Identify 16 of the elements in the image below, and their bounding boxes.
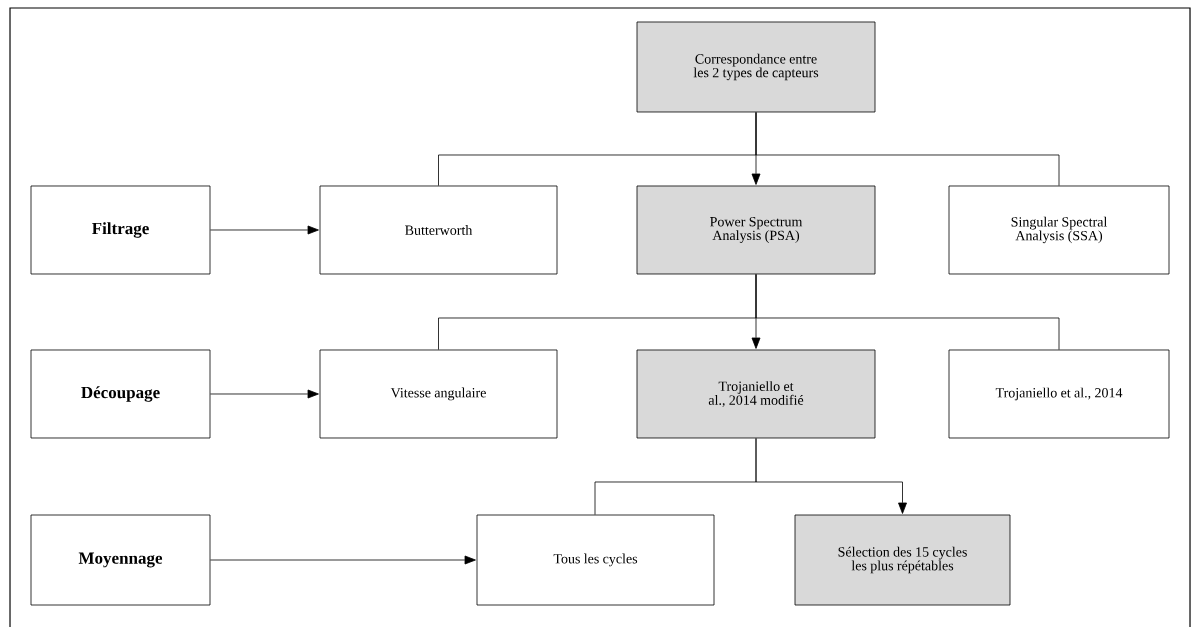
arrow bbox=[210, 225, 319, 235]
process-box: Tous les cycles bbox=[476, 514, 715, 606]
process-box: Power Spectrum Analysis (PSA) bbox=[636, 185, 876, 275]
process-box: Butterworth bbox=[319, 185, 558, 275]
arrow bbox=[210, 555, 476, 565]
process-box: Trojaniello et al., 2014 modifié bbox=[636, 349, 876, 439]
process-box: Trojaniello et al., 2014 bbox=[948, 349, 1170, 439]
process-box: Sélection des 15 cycles les plus répétables bbox=[794, 514, 1011, 606]
process-box: Singular Spectral Analysis (SSA) bbox=[948, 185, 1170, 275]
step-label-box: Découpage bbox=[30, 349, 211, 439]
process-box: Correspondance entre les 2 types de capteurs bbox=[636, 21, 876, 113]
arrow bbox=[210, 389, 319, 399]
step-label-box: Moyennage bbox=[30, 514, 211, 606]
step-label-box: Filtrage bbox=[30, 185, 211, 275]
process-box: Vitesse angulaire bbox=[319, 349, 558, 439]
arrow bbox=[755, 438, 907, 514]
